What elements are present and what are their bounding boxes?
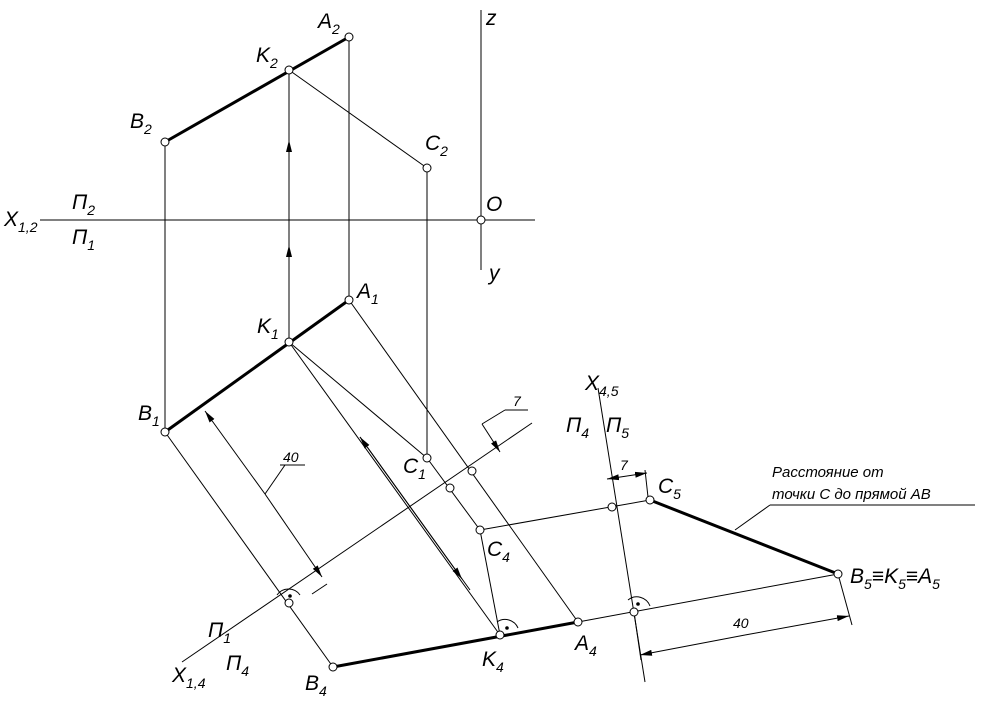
label-pi4-right: П4 <box>566 414 589 441</box>
dimension-line-40-left <box>204 410 266 495</box>
right-angle-dot <box>636 602 640 606</box>
x14-axis <box>181 422 533 663</box>
point-B2 <box>160 137 170 147</box>
link-C1C4 <box>426 457 481 531</box>
link-A4B5 <box>577 573 839 623</box>
point-K1 <box>284 337 294 347</box>
link-K1K4 <box>288 341 501 636</box>
point-B1 <box>160 427 170 437</box>
label-B4: B4 <box>305 672 327 699</box>
extension-line <box>311 583 328 595</box>
label-pi1-left: П1 <box>208 619 231 646</box>
label-x14: X1,4 <box>171 664 206 691</box>
right-angle-dot <box>288 594 292 598</box>
dimension-label-7-upper: 7 <box>513 393 522 409</box>
label-x45: X4,5 <box>584 372 619 399</box>
point-C4 <box>475 525 485 535</box>
label-K4: K4 <box>482 648 504 675</box>
label-B2: B2 <box>130 110 152 137</box>
arrow-up-icon <box>286 140 292 152</box>
point-K4 <box>495 630 505 640</box>
segment-K2C2 <box>288 69 428 169</box>
label-y: y <box>487 262 501 285</box>
label-z: z <box>485 7 497 30</box>
point-axis45-C <box>607 502 617 512</box>
point-A1 <box>344 295 354 305</box>
arrow-up-icon <box>286 245 292 257</box>
segment-A4B4 <box>332 620 579 669</box>
point-B4 <box>328 662 338 672</box>
note-line-2: точки С до прямой АВ <box>772 486 931 503</box>
link-A1A4 <box>348 299 579 623</box>
label-C2: C2 <box>425 132 448 159</box>
point-C5 <box>645 495 655 505</box>
label-A1: A1 <box>355 280 379 307</box>
label-B5-K5-A5: B5≡K5≡A5 <box>850 565 940 592</box>
right-angle-mark <box>627 596 651 607</box>
label-pi1: П1 <box>72 226 95 253</box>
dimension-label-40-left: 40 <box>283 449 299 465</box>
extension-line <box>184 407 201 419</box>
note-line-1: Расстояние от <box>772 464 884 481</box>
extension-line <box>837 573 853 626</box>
dimension-line-7-upper <box>481 423 501 453</box>
label-origin: O <box>486 193 502 216</box>
dimension-line-40-right <box>639 634 746 656</box>
right-angle-dot <box>505 626 509 630</box>
link-C4C5 <box>479 499 651 531</box>
points <box>160 32 843 672</box>
label-A4: A4 <box>573 632 597 659</box>
point-A4 <box>573 617 583 627</box>
point-axis45-B <box>629 607 639 617</box>
point-C1 <box>422 453 432 463</box>
dimension-label-7-right: 7 <box>620 457 629 473</box>
label-K2: K2 <box>256 44 278 71</box>
extension-line <box>644 469 649 498</box>
dimension-line-7-right <box>626 471 648 478</box>
extension-line <box>633 611 642 661</box>
point-axis14-A <box>467 466 477 476</box>
point-A2 <box>344 32 354 42</box>
dimension-line-40-right <box>744 615 850 636</box>
label-B1: B1 <box>138 402 160 429</box>
segment-A1B1 <box>164 298 350 434</box>
label-C4: C4 <box>487 538 510 565</box>
segment-C4K4 <box>479 529 501 636</box>
point-axis14-B <box>284 598 294 608</box>
segment-K1C1 <box>288 341 428 459</box>
dimension-label-40-right: 40 <box>733 615 749 631</box>
point-K2 <box>284 65 294 75</box>
label-x12: X1,2 <box>3 208 38 235</box>
point-O <box>476 215 486 225</box>
dimension-line-40-left <box>264 493 323 578</box>
point-axis14-C <box>445 483 455 493</box>
dimension-line-7-right <box>606 474 628 481</box>
note-leader <box>734 504 771 531</box>
label-C1: C1 <box>403 455 426 482</box>
label-K1: K1 <box>257 315 279 342</box>
right-angle-mark <box>276 588 301 596</box>
label-pi2: П2 <box>72 191 95 218</box>
arrow-line-K2 <box>359 436 463 580</box>
label-A2: A2 <box>316 10 340 37</box>
leader-7-upper <box>481 409 506 425</box>
label-C5: C5 <box>658 475 681 502</box>
label-pi5-right: П5 <box>606 414 629 441</box>
label-pi4-left: П4 <box>226 652 249 679</box>
leader-40-left <box>264 464 286 495</box>
right-angle-mark <box>496 618 519 629</box>
point-C2 <box>422 163 432 173</box>
segment-C5B5 <box>649 498 839 576</box>
segment-A2B2 <box>164 35 350 144</box>
link-B1B4 <box>164 431 334 668</box>
point-B5 <box>833 569 843 579</box>
